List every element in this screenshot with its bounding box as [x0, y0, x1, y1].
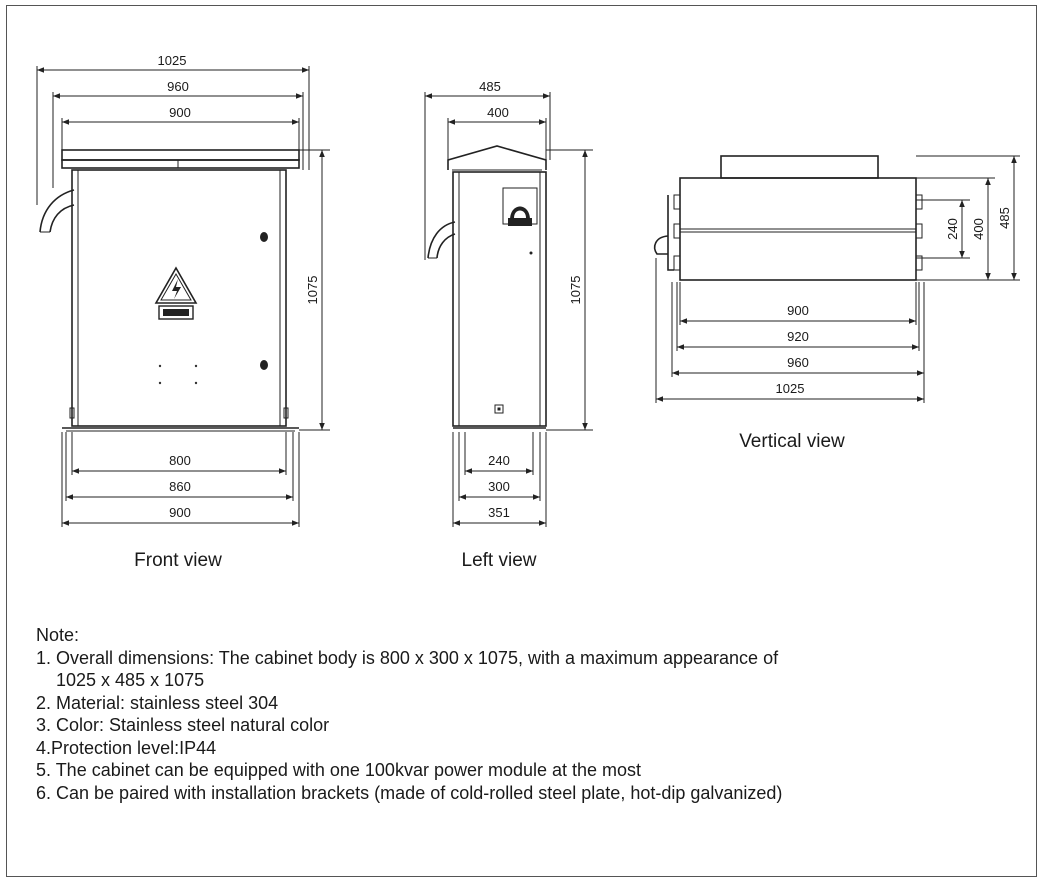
left-dim-400: 400 [487, 105, 509, 120]
note-item-5: 5. The cabinet can be equipped with one … [36, 760, 642, 780]
front-height-dim: 1075 [305, 276, 320, 305]
left-height-dim: 1075 [568, 276, 583, 305]
note-item-2: 2. Material: stainless steel 304 [36, 692, 279, 713]
vert-dim-485: 485 [997, 207, 1012, 229]
front-dim-960: 960 [167, 79, 189, 94]
vert-dim-920: 920 [787, 329, 809, 344]
notes-heading: Note: [36, 625, 80, 645]
left-dim-485: 485 [479, 79, 501, 94]
front-view: 1025 960 900 [36, 53, 330, 571]
vert-dim-960: 960 [787, 355, 809, 370]
vert-dim-1025: 1025 [776, 381, 805, 396]
front-dim-800: 800 [169, 453, 191, 468]
notes-section: Note: 1. Overall dimensions: The cabinet… [36, 624, 1026, 804]
front-dim-860: 860 [169, 479, 191, 494]
vertical-view-caption: Vertical view [739, 431, 845, 452]
left-dim-240: 240 [488, 453, 510, 468]
vertical-view: 240 400 485 900 920 960 1025 Vertical vi… [653, 155, 1020, 452]
note-item-6: 6. Can be paired with installation brack… [36, 782, 783, 803]
note-item-3: 3. Color: Stainless steel natural color [36, 715, 330, 735]
left-view-caption: Left view [462, 550, 537, 571]
drawing-frame [6, 5, 1037, 877]
front-dim-1025: 1025 [158, 53, 187, 68]
note-item-1: 1. Overall dimensions: The cabinet body … [36, 647, 779, 668]
note-item-1-continued: 1025 x 485 x 1075 [56, 670, 205, 690]
technical-drawing: 1025 960 900 [36, 53, 1020, 571]
vert-dim-240: 240 [945, 218, 960, 240]
vert-dim-400: 400 [971, 218, 986, 240]
front-view-caption: Front view [134, 550, 222, 571]
front-dim-900-bottom: 900 [169, 505, 191, 520]
front-dim-900: 900 [169, 105, 191, 120]
vert-dim-900: 900 [787, 303, 809, 318]
left-view: 485 400 1075 [424, 79, 593, 571]
left-dim-300: 300 [488, 479, 510, 494]
note-item-4: 4.Protection level:IP44 [36, 737, 217, 758]
left-dim-351: 351 [488, 505, 510, 520]
